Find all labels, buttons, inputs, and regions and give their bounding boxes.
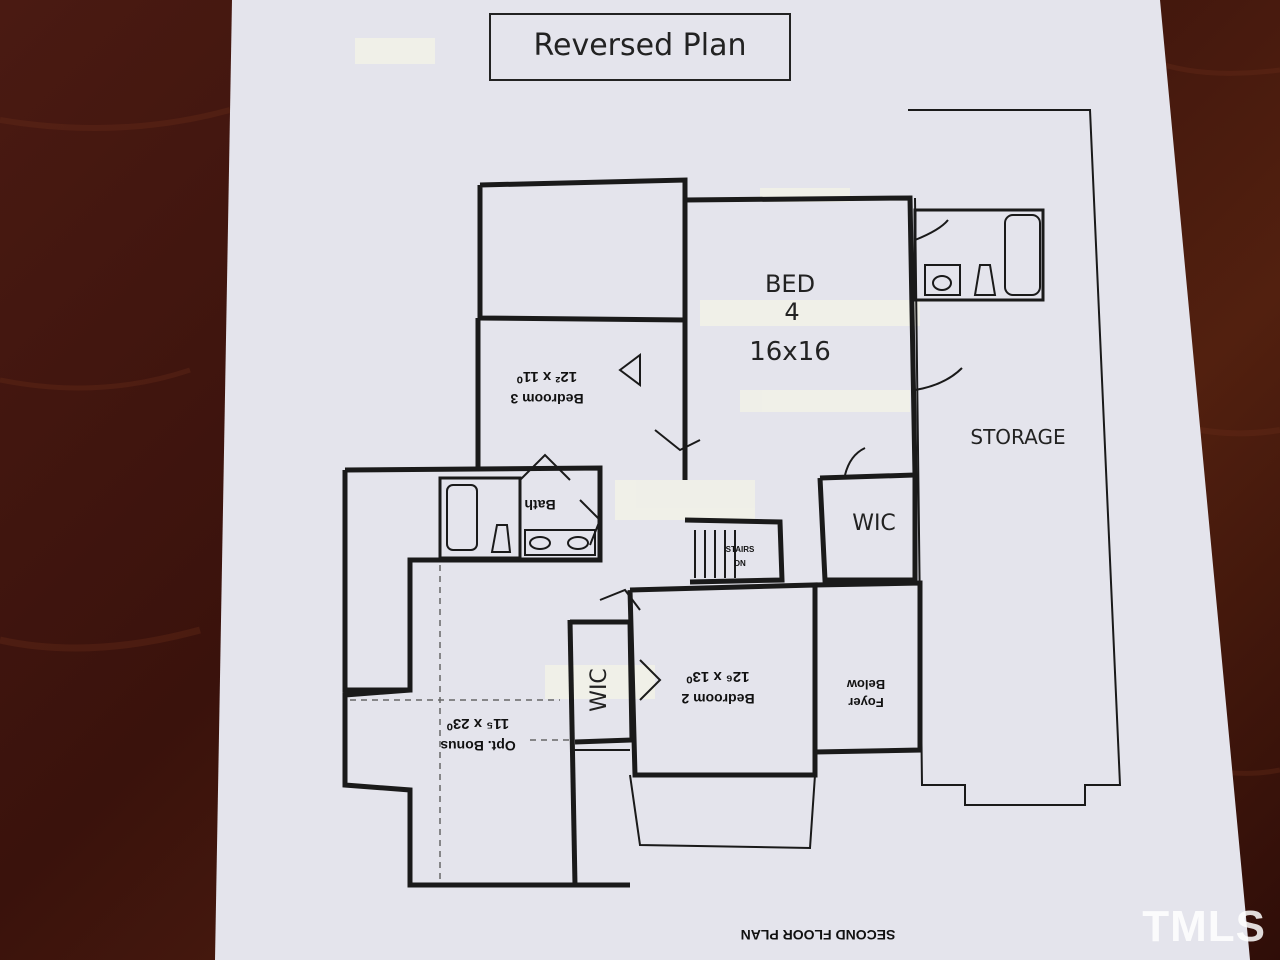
foyer-line1: Foyer: [848, 695, 883, 710]
stairs-label: STAIRS: [726, 545, 755, 554]
footer-label-group: SECOND FLOOR PLAN: [741, 927, 896, 943]
stairs-dn-label: DN: [734, 559, 746, 568]
bedroom2-size: 12⁶ x 13⁰: [687, 668, 750, 685]
foyer-label-group: Foyer Below: [846, 677, 885, 710]
bonus-name: Opt. Bonus: [440, 738, 516, 754]
bonus-dashed-lines: [350, 565, 570, 880]
bedroom3-name: Bedroom 3: [510, 391, 583, 407]
bath-label-group: Bath: [524, 497, 555, 513]
storage-label: STORAGE: [970, 425, 1065, 449]
wic-left-label: WIC: [587, 668, 612, 712]
bath-label: Bath: [524, 497, 555, 513]
title-box: [489, 13, 791, 81]
bonus-size: 11⁵ x 23⁰: [447, 715, 509, 732]
stair-treads: [694, 530, 736, 578]
plan-title: Reversed Plan: [534, 28, 747, 63]
bath-fixtures: [446, 214, 1041, 556]
floor-plan: [342, 109, 1122, 888]
bed4-number-label: 4: [784, 298, 799, 326]
foyer-line2: Below: [846, 677, 885, 692]
bonus-label-group: Opt. Bonus 11⁵ x 23⁰: [440, 715, 516, 754]
bed4-name-label: BED: [765, 270, 815, 298]
bedroom2-name: Bedroom 2: [681, 691, 754, 707]
watermark-logo: TMLS: [1142, 902, 1266, 951]
door-swings: [519, 219, 963, 701]
wic-right-label: WIC: [852, 511, 896, 536]
bedroom3-size: 12² x 11⁰: [517, 368, 577, 385]
bed4-size-label: 16x16: [749, 337, 831, 367]
bedroom2-label-group: Bedroom 2 12⁶ x 13⁰: [681, 668, 754, 707]
footer-label: SECOND FLOOR PLAN: [741, 927, 896, 943]
bedroom3-label-group: Bedroom 3 12² x 11⁰: [510, 368, 583, 407]
